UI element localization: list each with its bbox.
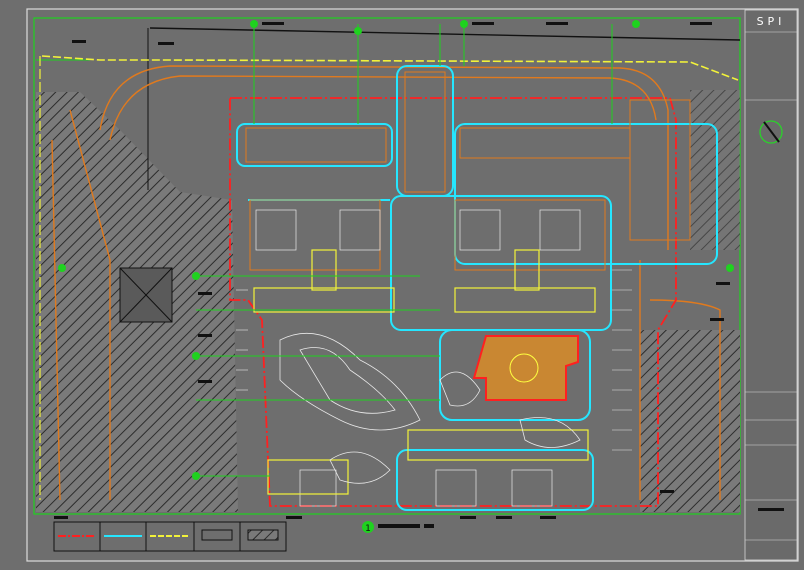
title-block: SPI bbox=[744, 9, 798, 561]
title-block-logo: SPI bbox=[757, 15, 786, 28]
orange-roads bbox=[51, 65, 721, 501]
north-arrow-icon bbox=[759, 120, 783, 144]
sheet-border bbox=[26, 8, 799, 562]
legend-hatch-diag bbox=[247, 529, 279, 541]
hatched-areas bbox=[36, 90, 740, 512]
annotation-bars bbox=[54, 22, 730, 519]
drawing-title: 1 bbox=[362, 521, 434, 534]
buildings bbox=[245, 71, 691, 271]
drawing-number: 1 bbox=[365, 524, 371, 534]
green-leaders bbox=[196, 24, 613, 477]
legend-hatch-box bbox=[201, 529, 233, 541]
building-details bbox=[255, 209, 581, 507]
site-frame bbox=[33, 17, 741, 515]
callout-markers bbox=[58, 20, 734, 480]
legend-table bbox=[53, 521, 287, 552]
property-line-yellow bbox=[41, 55, 739, 81]
landscape-contours bbox=[279, 333, 581, 484]
setback-line-red bbox=[229, 97, 677, 507]
yellow-outlines bbox=[253, 249, 596, 495]
central-plaza bbox=[472, 335, 579, 401]
